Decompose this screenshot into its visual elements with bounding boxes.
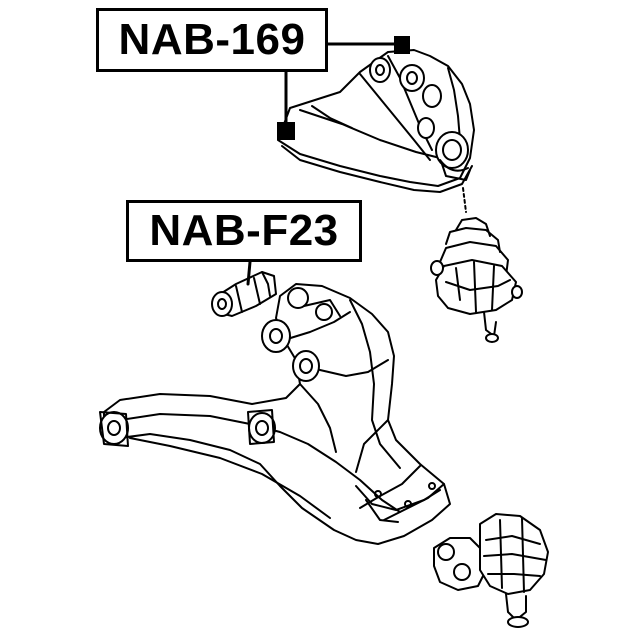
part-label-upper: NAB-169 [96,8,328,72]
front-bushing [211,271,277,317]
part-number-lower-text: NAB-F23 [149,206,339,255]
lower-control-arm [99,283,451,545]
leader-lines [246,42,404,286]
upper-control-arm [277,49,475,193]
leader-marker-upper-left [277,122,295,140]
lower-ball-joint [433,513,549,628]
part-number-upper-text: NAB-169 [118,15,306,64]
part-label-lower: NAB-F23 [126,200,362,262]
leader-marker-upper-right [394,36,410,54]
upper-ball-joint [430,187,523,343]
